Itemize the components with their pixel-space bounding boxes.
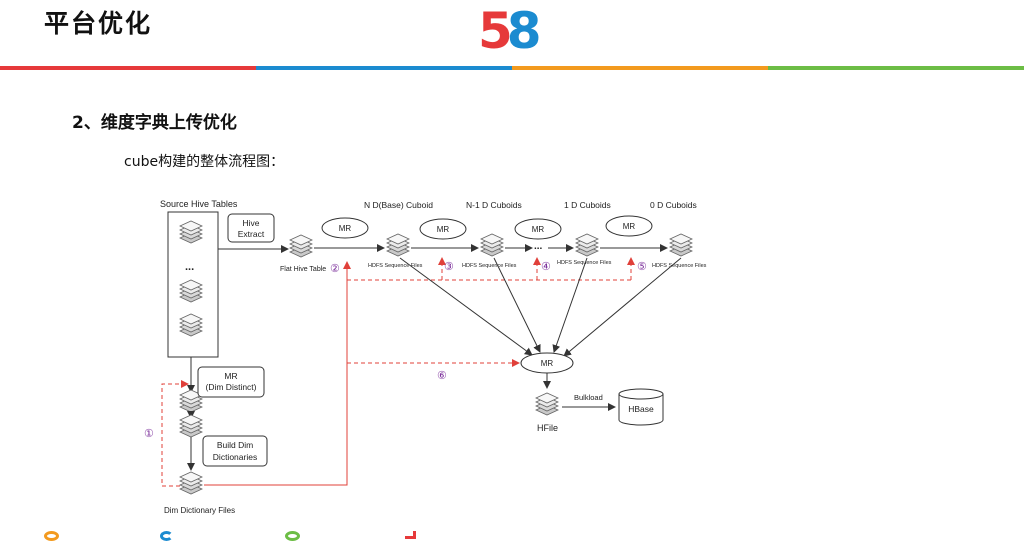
dim-dictionary-files-label: Dim Dictionary Files <box>164 506 235 515</box>
sub-heading: cube构建的整体流程图： <box>124 154 285 170</box>
mr-node <box>419 218 467 240</box>
source-ellipsis: ... <box>185 261 194 273</box>
hbase-label: HBase <box>628 404 654 414</box>
marker-1: ① <box>144 428 154 440</box>
cuboid-label-1d: 1 D Cuboids <box>564 200 611 210</box>
color-stripe <box>0 66 1024 70</box>
footer-mark-orange <box>44 531 59 541</box>
mr-dim-distinct-box <box>197 366 265 398</box>
source-hive-tables-box <box>167 211 219 358</box>
hive-table-icon <box>179 313 203 337</box>
mr-node <box>514 218 562 240</box>
build-dim-dictionaries-label-2: Dictionaries <box>213 452 257 462</box>
bulkload-label: Bulkload <box>574 393 603 402</box>
merge-arrow <box>399 257 533 356</box>
flat-hive-table-icon <box>289 234 313 258</box>
marker-3: ③ <box>444 261 454 273</box>
merge-arrow <box>493 257 541 353</box>
hbase-cylinder <box>618 388 664 426</box>
mr-node <box>605 215 653 237</box>
mr-dim-distinct-label-1: MR <box>224 371 237 381</box>
hdfs-sequence-files-label: HDFS Sequence Files <box>368 263 423 269</box>
marker-2: ② <box>330 263 340 275</box>
hdfs-sequence-files-icon <box>386 233 410 257</box>
dictionary-loop-arrow <box>161 380 189 487</box>
stripe-orange <box>512 66 768 70</box>
mr-label: MR <box>339 224 352 233</box>
cuboid-label-base: N D(Base) Cuboid <box>364 200 433 210</box>
hive-table-icon <box>179 220 203 244</box>
logo-digit-8: 8 <box>506 2 542 60</box>
hdfs-sequence-files-icon <box>480 233 504 257</box>
mr-label: MR <box>623 222 636 231</box>
hfile-label: HFile <box>537 423 558 433</box>
hive-extract-box <box>227 213 275 243</box>
section-heading: 2、维度字典上传优化 <box>72 113 237 133</box>
dictionary-upload-line <box>204 261 351 486</box>
mr-label: MR <box>532 225 545 234</box>
hive-table-icon <box>179 279 203 303</box>
marker-6: ⑥ <box>437 370 447 382</box>
flat-hive-table-label: Flat Hive Table <box>280 266 326 273</box>
stripe-blue <box>256 66 512 70</box>
hdfs-sequence-files-icon <box>669 233 693 257</box>
dim-dictionary-files-icon <box>179 471 203 495</box>
merge-arrow <box>552 257 588 353</box>
hdfs-sequence-files-label: HDFS Sequence Files <box>652 263 707 269</box>
footer-mark-red <box>405 531 416 539</box>
slide-title: 平台优化 <box>44 9 153 38</box>
hdfs-sequence-files-label: HDFS Sequence Files <box>462 263 517 269</box>
cuboid-label-0d: 0 D Cuboids <box>650 200 697 210</box>
build-dim-dictionaries-label-1: Build Dim <box>217 440 253 450</box>
footer-mark-blue <box>160 531 173 541</box>
mr-label: MR <box>541 359 554 368</box>
dim-values-icon <box>179 414 203 438</box>
footer-mark-green <box>285 531 300 541</box>
source-hive-tables-label: Source Hive Tables <box>160 199 238 209</box>
marker-5: ⑤ <box>637 261 647 273</box>
hdfs-sequence-files-icon <box>575 233 599 257</box>
build-dim-dictionaries-box <box>202 435 268 467</box>
hive-extract-label-1: Hive <box>242 218 259 228</box>
chain-ellipsis: ... <box>534 241 543 252</box>
hfile-icon <box>535 392 559 416</box>
hdfs-sequence-files-label: HDFS Sequence Files <box>557 260 612 266</box>
stripe-green <box>768 66 1024 70</box>
mr-label: MR <box>437 225 450 234</box>
logo-digit-5: 5 <box>478 2 513 60</box>
marker-4: ④ <box>541 261 551 273</box>
cuboid-label-n-1: N-1 D Cuboids <box>466 200 522 210</box>
merge-arrow <box>563 257 682 357</box>
58-logo: 58 <box>478 2 548 60</box>
mr-node <box>321 217 369 239</box>
stripe-red <box>0 66 256 70</box>
mr-dim-distinct-label-2: (Dim Distinct) <box>206 382 257 392</box>
hive-extract-label-2: Extract <box>238 229 265 239</box>
